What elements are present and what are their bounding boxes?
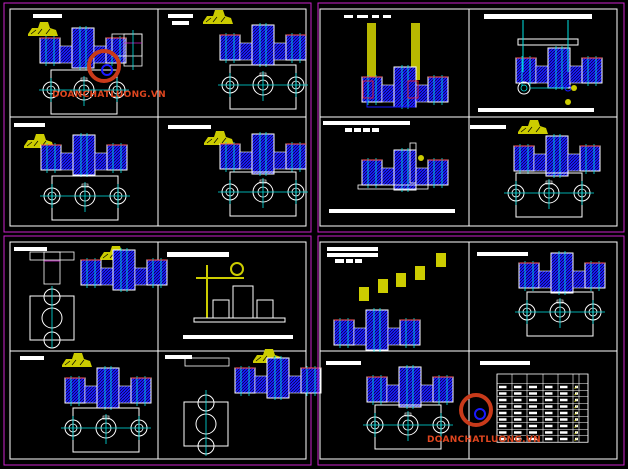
table-row: ✓ [499, 423, 579, 430]
watermark-logo: DOANCHATLUONG.VN [427, 393, 541, 445]
checkmark-icon: ✓ [574, 404, 579, 411]
parts-table: ✓✓✓✓✓✓✓✓✓ [496, 373, 589, 443]
title-block [477, 252, 528, 256]
checkmark-icon: ✓ [574, 410, 579, 417]
table-row: ✓ [499, 417, 579, 424]
title-block [168, 125, 211, 129]
table-row: ✓ [499, 430, 579, 437]
watermark-text: DOANCHATLUONG.VN [427, 435, 541, 445]
checkmark-icon: ✓ [574, 384, 579, 391]
title-block [327, 247, 378, 251]
table-row: ✓ [499, 391, 579, 398]
sheet-3 [3, 235, 322, 466]
title-block [165, 355, 192, 359]
sheet-border [317, 235, 625, 466]
title-block [167, 252, 229, 257]
sheet-2 [317, 2, 625, 233]
sheet-border [3, 235, 312, 466]
title-block [484, 14, 592, 19]
title-block [20, 356, 44, 360]
checkmark-icon: ✓ [574, 423, 579, 430]
checkmark-icon: ✓ [574, 430, 579, 437]
sheet-4: ✓✓✓✓✓✓✓✓✓ [317, 235, 625, 466]
sheet-border [317, 2, 625, 233]
title-block [470, 125, 506, 129]
title-block [480, 361, 530, 365]
checkmark-icon: ✓ [574, 391, 579, 398]
table-row: ✓ [499, 436, 579, 443]
table-row: ✓ [499, 410, 579, 417]
checkmark-icon: ✓ [574, 417, 579, 424]
table-row: ✓ [499, 404, 579, 411]
sheet-1 [3, 2, 312, 233]
checkmark-icon: ✓ [574, 436, 579, 443]
checkmark-icon: ✓ [574, 397, 579, 404]
title-block [323, 121, 410, 125]
title-block [14, 247, 47, 251]
title-block [168, 14, 193, 18]
table-row: ✓ [499, 397, 579, 404]
title-block [33, 14, 62, 18]
table-row: ✓ [499, 384, 579, 391]
watermark-logo: DOANCHATLUONG.VN [52, 49, 166, 100]
sheet-border [3, 2, 312, 233]
title-block [14, 123, 45, 127]
watermark-text: DOANCHATLUONG.VN [52, 90, 166, 100]
title-block [326, 361, 361, 365]
